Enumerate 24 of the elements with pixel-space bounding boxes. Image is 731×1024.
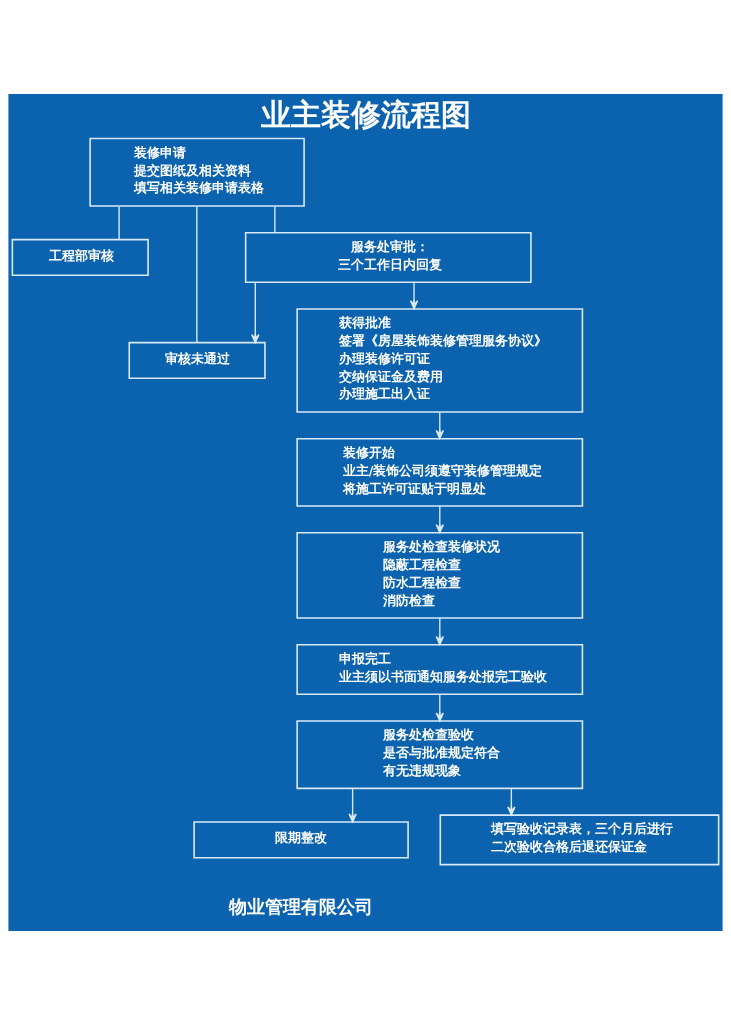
diagram-title: 业主装修流程图 (261, 96, 471, 132)
arrow (435, 616, 445, 645)
node-box: 填写验收记录表，三个月后进行二次验收合格后退还保证金 (439, 813, 720, 865)
node-box: 工程部审核 (11, 238, 149, 276)
node-box: 服务处审批： 三个工作日内回复 (244, 231, 532, 283)
arrow (251, 281, 260, 343)
node-box: 服务处检查验收 是否与批准规定符合 有无违规现象 (296, 719, 584, 789)
node-box: 限期整改 (193, 820, 409, 858)
connector (274, 205, 276, 233)
node-box: 审核未通过 (128, 341, 266, 379)
node-box: 获得批准 签署《房屋装饰装修管理服务协议》 办理装修许可证 交纳保证金及费用 办理施工出入证 (296, 307, 584, 413)
node-box: 装修开始 业主/装饰公司须遵守装修管理规定 将施工许可证贴于明显处 (296, 437, 584, 507)
arrow (435, 410, 445, 439)
node-box: 装修申请 提交图纸及相关资料 填写相关装修申请表格 (89, 137, 305, 207)
arrow (507, 787, 516, 816)
node-box: 申报完工 业主须以书面通知服务处报完工验收 (296, 643, 584, 695)
label: 物业管理有限公司 (229, 895, 374, 917)
arrow (435, 693, 445, 722)
connector (196, 205, 198, 343)
connector (118, 205, 120, 240)
arrow (409, 281, 419, 309)
node-box: 服务处检查装修状况 隐蔽工程检查 防水工程检查 消防检查 (296, 531, 584, 619)
arrow (435, 504, 445, 533)
arrow (348, 787, 357, 823)
